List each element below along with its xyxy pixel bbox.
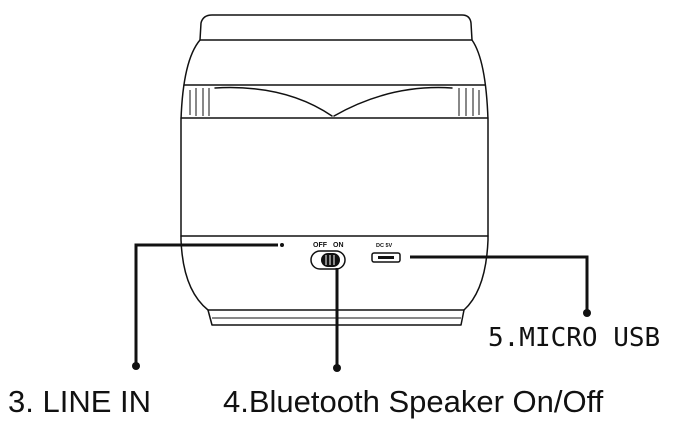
leader-dot-line-in [132,362,140,370]
micro-usb-port: DC 5V [371,243,401,263]
leader-dot-power-switch [333,364,341,372]
usb-socket [371,252,401,263]
grille-slot-left [189,88,210,116]
label-micro-usb: 5.MICRO USB [488,323,660,353]
grille-slot-right [458,88,480,116]
grille-arc-left [214,86,333,117]
switch-off-label: OFF [313,242,328,249]
power-switch: OFF ON [310,242,346,270]
line-in-jack [280,243,284,247]
speaker-top-cap [199,14,473,41]
leader-line-in [134,243,278,365]
grille-arc-right [333,86,453,117]
label-power-switch: 4.Bluetooth Speaker On/Off [223,384,604,419]
speaker-body [180,14,489,326]
label-line-in: 3. LINE IN [8,384,151,419]
leader-micro-usb [410,255,589,312]
switch-on-label: ON [333,242,344,249]
leader-dot-micro-usb [583,309,591,317]
usb-marking: DC 5V [376,243,393,249]
switch-housing [310,250,346,270]
